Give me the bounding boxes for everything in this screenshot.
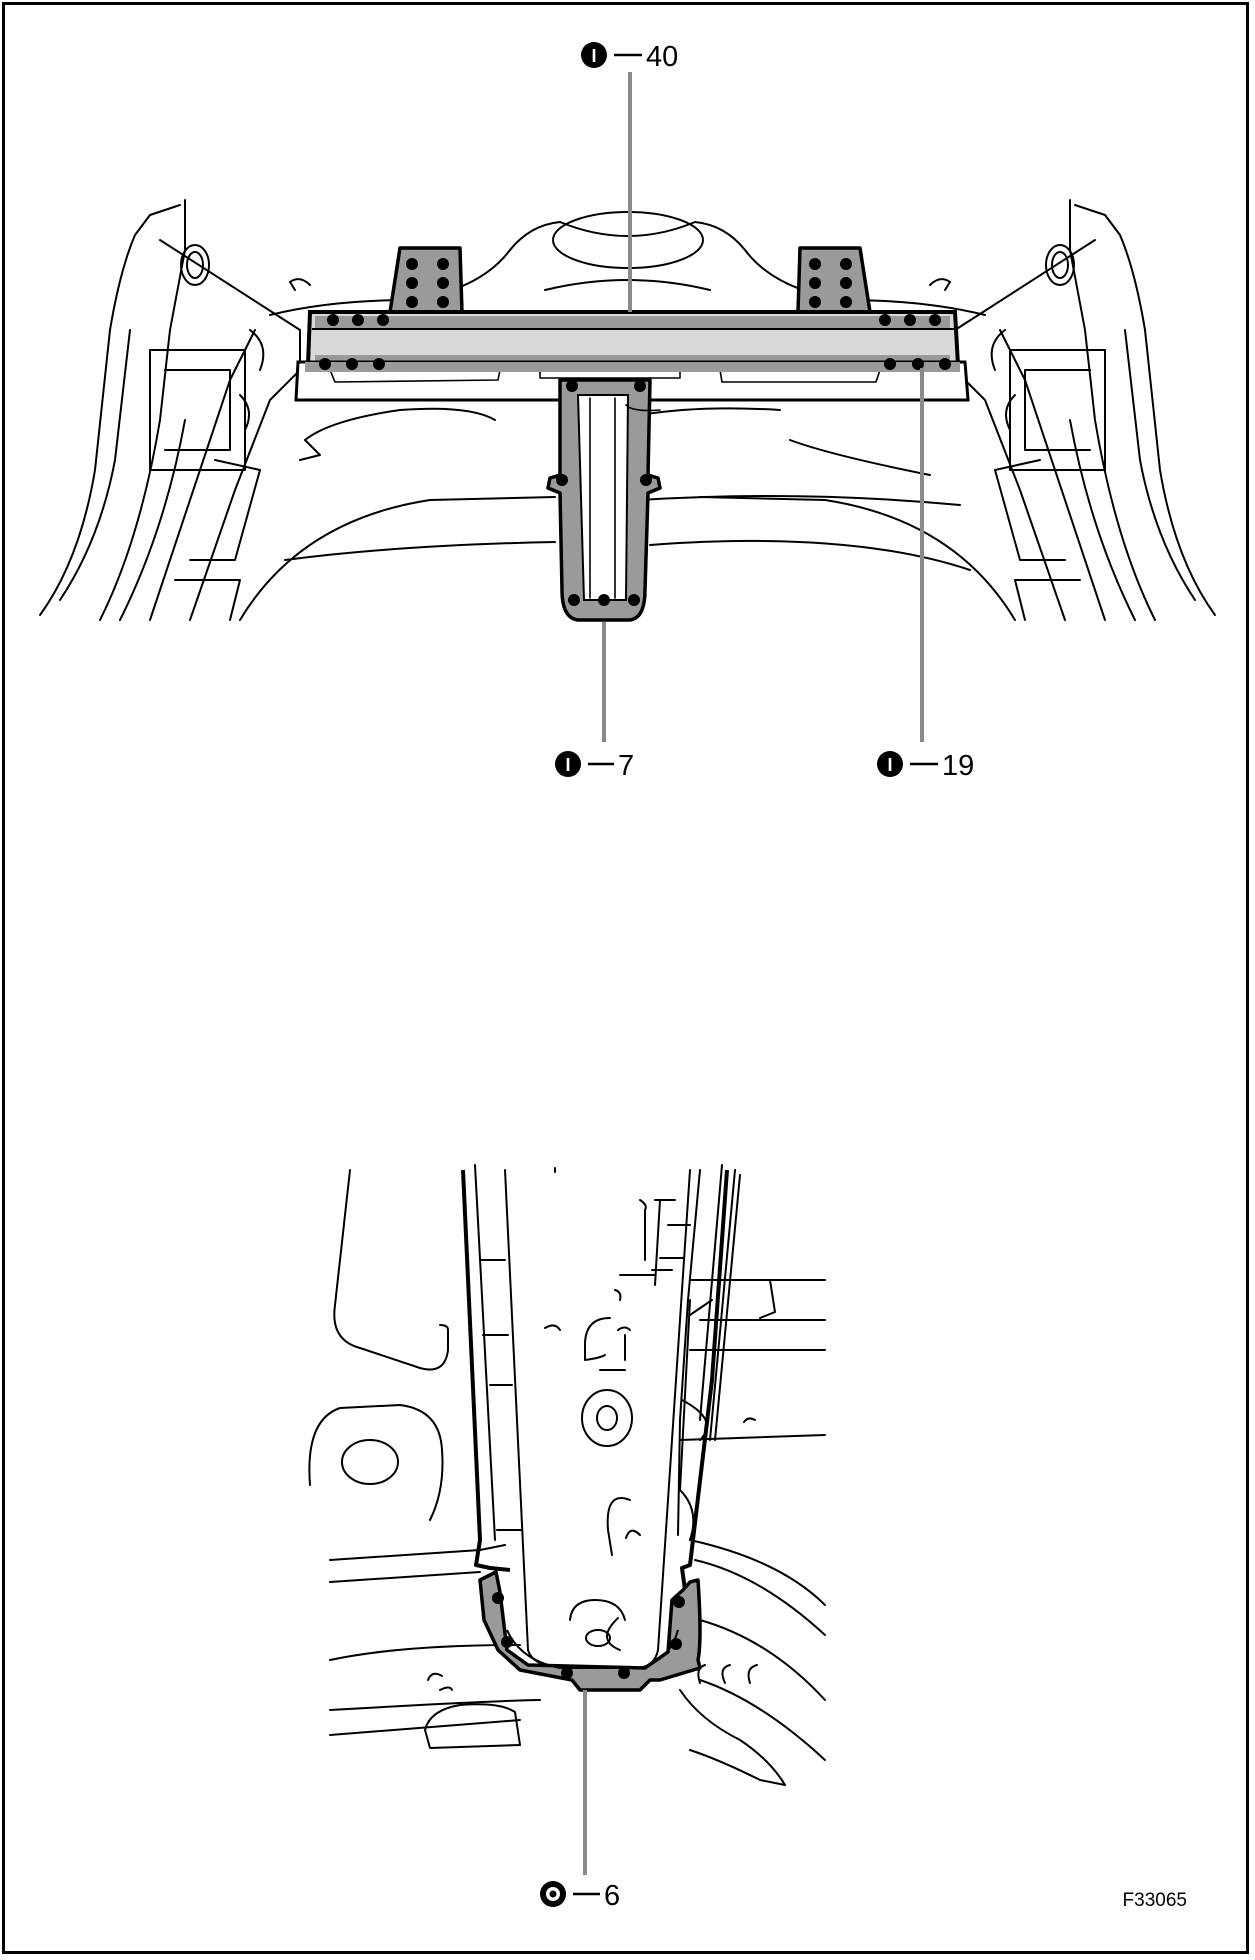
callout-value: 6 — [604, 1880, 620, 1912]
left-bracket — [388, 246, 464, 314]
callout-19: I 19 — [877, 750, 974, 782]
callout-40: I 40 — [581, 41, 678, 73]
callout-value: 40 — [646, 41, 678, 73]
callout-7: I 7 — [555, 750, 634, 782]
upper-body-view — [39, 199, 1216, 622]
callout-symbol: I — [591, 46, 596, 66]
right-bracket — [796, 246, 872, 314]
figure-code: F33065 — [1122, 1890, 1187, 1911]
detail-view — [308, 1164, 826, 1786]
callout-value: 19 — [942, 750, 974, 782]
callout-value: 7 — [618, 750, 634, 782]
callout-symbol: I — [565, 755, 570, 775]
callout-symbol: I — [887, 755, 892, 775]
callout-6: 6 — [540, 1880, 620, 1912]
